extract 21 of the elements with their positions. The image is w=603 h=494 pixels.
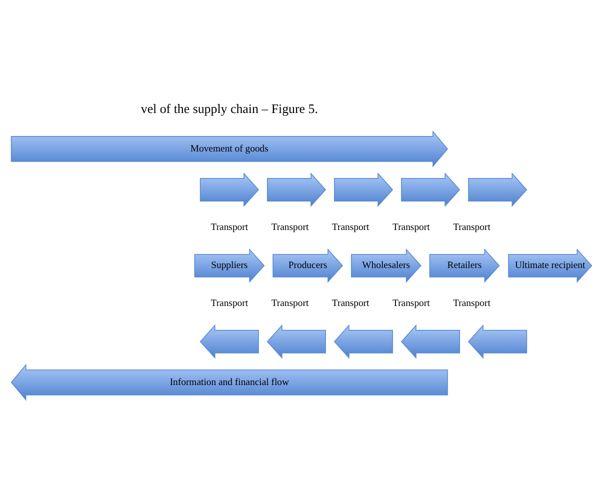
label: vel of the supply chain – Figure 5. bbox=[140, 100, 318, 116]
label: Transport bbox=[271, 222, 309, 233]
node-arrow bbox=[468, 324, 528, 358]
node-arrow bbox=[266, 324, 326, 358]
label: Transport bbox=[210, 298, 248, 309]
label: Transport bbox=[453, 298, 490, 309]
label: Transport bbox=[453, 222, 490, 233]
node-arrow bbox=[334, 324, 393, 358]
node-arrow bbox=[266, 172, 326, 206]
label: Transport bbox=[392, 222, 430, 233]
node-arrow bbox=[401, 172, 460, 206]
node-arrow bbox=[200, 324, 259, 358]
label: Transport bbox=[332, 222, 370, 233]
label: Transport bbox=[332, 298, 370, 309]
node-arrow bbox=[200, 172, 260, 206]
label: Transport bbox=[271, 298, 309, 309]
node-arrow bbox=[468, 172, 528, 206]
node-arrow bbox=[334, 172, 394, 206]
label: Transport bbox=[392, 298, 430, 309]
label: Transport bbox=[210, 222, 248, 233]
node-arrow bbox=[400, 324, 460, 358]
